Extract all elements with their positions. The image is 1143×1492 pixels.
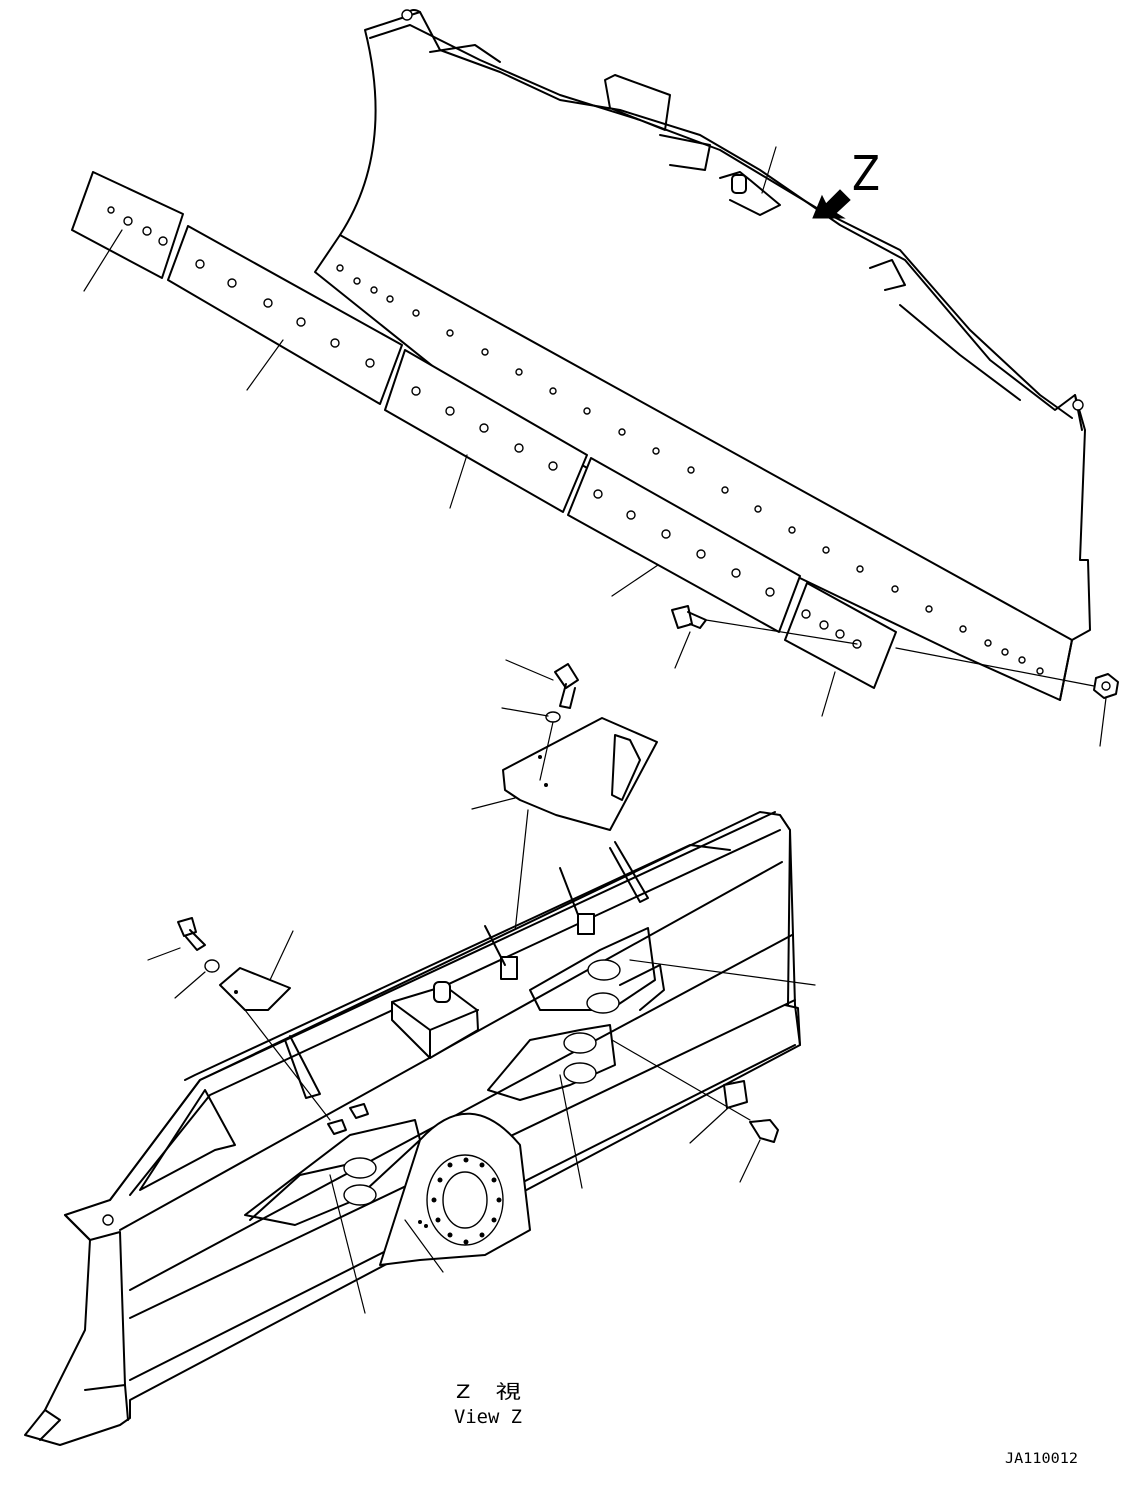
leader-lines-upper [83, 146, 1107, 747]
cap-bolt-holes [431, 1157, 502, 1245]
blade-rear-frame [24, 811, 801, 1446]
view-direction-arrow-icon [812, 189, 851, 219]
cutting-edge-1 [167, 225, 403, 405]
right-small-parts [611, 959, 816, 1183]
drawing-code: JA110012 [1005, 1451, 1078, 1467]
view-label-english: View Z [454, 1406, 522, 1428]
plow-bolt [671, 605, 1119, 699]
moldboard-bolt-holes [336, 264, 1044, 675]
blade-front-view [314, 9, 1091, 701]
blade-moldboard [314, 11, 1091, 701]
leader-lines-lower [329, 1074, 583, 1314]
view-letter: Z [852, 146, 880, 202]
cutting-edges [71, 171, 897, 689]
view-label: Z 視 View Z [454, 1381, 522, 1428]
trunnion-brackets [244, 927, 665, 1226]
view-label-japanese: Z 視 [455, 1381, 521, 1403]
left-bracket-group [147, 917, 331, 1121]
blade-rear-view [24, 811, 801, 1446]
cover-plate [502, 717, 658, 831]
view-direction-marker: Z [812, 146, 880, 219]
